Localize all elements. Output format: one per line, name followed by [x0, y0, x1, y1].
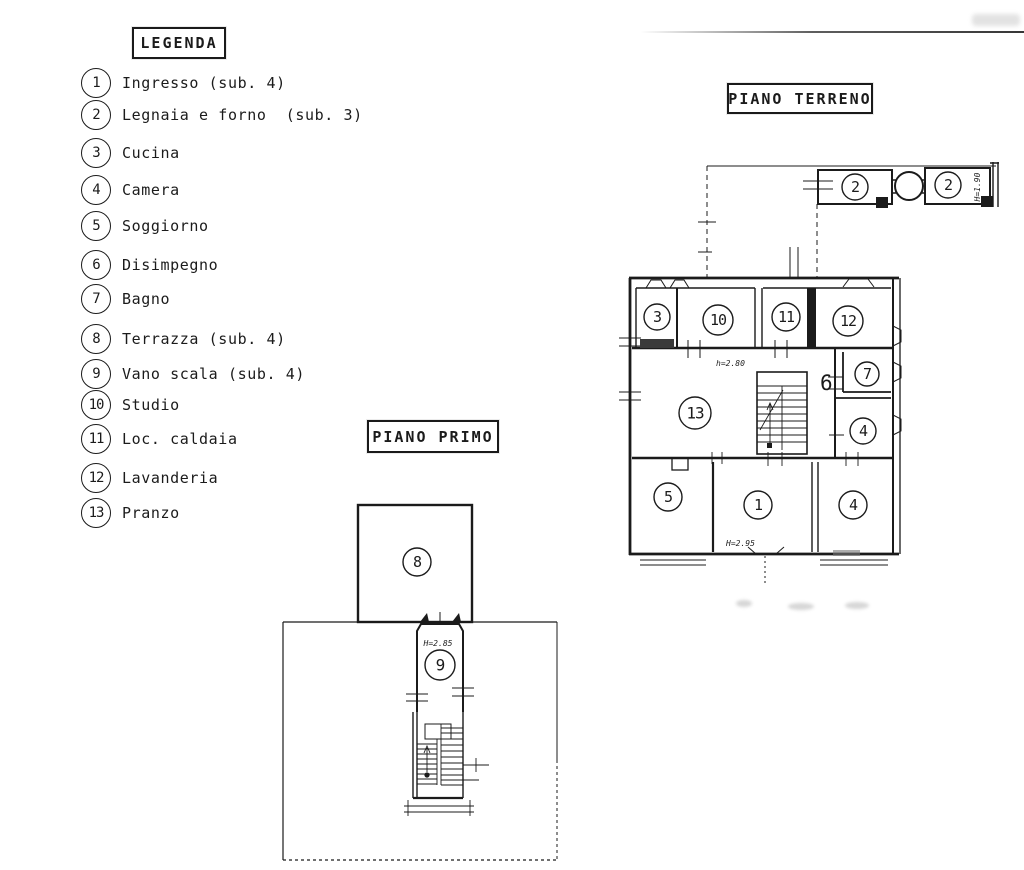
- room-badge-cucina: 3: [643, 303, 671, 331]
- ground-floor-title-box: PIANO TERRENO: [727, 83, 873, 114]
- room-badge-ingresso: 1: [743, 490, 773, 520]
- legend-number-badge: 5: [81, 210, 111, 241]
- first-floor-title-box: PIANO PRIMO: [367, 420, 499, 453]
- legend-title-box: LEGENDA: [132, 27, 226, 59]
- legend-item-13: 13 Pranzo: [81, 497, 180, 528]
- scan-artifact-line: [640, 31, 1024, 33]
- ground-top-row-walls: [632, 287, 893, 358]
- legend-item-3: 3 Cucina: [81, 137, 180, 168]
- room-badge-soggiorno: 5: [653, 482, 683, 512]
- scala-height-note: H=2.85: [423, 639, 453, 648]
- legend-number-badge: 6: [81, 249, 111, 280]
- ground-middle-walls: [632, 348, 893, 471]
- ground-bottom-row-walls: [640, 462, 888, 585]
- first-floor-title: PIANO PRIMO: [372, 427, 494, 446]
- room-number-disimpegno: 6: [820, 371, 833, 395]
- legend-item-label: Terrazza (sub. 4): [122, 329, 286, 348]
- terrazza-door-marks: [420, 612, 461, 622]
- room-badge-terrazza: 8: [402, 547, 432, 577]
- legnaia-height-note: H=1.90: [973, 172, 982, 202]
- legend-number-badge: 12: [81, 462, 111, 493]
- legend-number-badge: 11: [81, 423, 111, 454]
- legend-item-5: 5 Soggiorno: [81, 210, 209, 241]
- legend-item-2: 2 Legnaia e forno (sub. 3): [81, 99, 363, 130]
- room-badge-pranzo: 13: [678, 396, 712, 430]
- legend-number-badge: 2: [81, 99, 111, 130]
- first-floor-room-labels: 8 9: [402, 547, 456, 681]
- legend-item-8: 8 Terrazza (sub. 4): [81, 323, 286, 354]
- legend-item-12: 12 Lavanderia: [81, 462, 219, 493]
- legend-number-badge: 13: [81, 497, 111, 528]
- ground-room-labels: 2 2 3 10 11 12: [643, 171, 962, 520]
- svg-text:1: 1: [754, 496, 763, 514]
- svg-text:8: 8: [413, 553, 422, 571]
- legend-number-badge: 1: [81, 67, 111, 98]
- svg-text:4: 4: [849, 496, 858, 514]
- legend-item-6: 6 Disimpegno: [81, 249, 219, 280]
- legend-title: LEGENDA: [140, 34, 218, 52]
- legend-item-label: Disimpegno: [122, 255, 219, 274]
- legend-item-10: 10 Studio: [81, 389, 180, 420]
- svg-text:5: 5: [664, 488, 672, 506]
- svg-text:2: 2: [851, 178, 859, 196]
- legend-item-label: Bagno: [122, 289, 171, 308]
- legend-number-badge: 10: [81, 389, 111, 420]
- svg-text:7: 7: [863, 365, 871, 383]
- room-badge-camera-lower: 4: [838, 490, 868, 520]
- legend-number-badge: 7: [81, 283, 111, 314]
- legend-item-label: Camera: [122, 180, 180, 199]
- first-floor-plan: 8 9 H=2.85: [282, 503, 558, 862]
- scan-smudge: [736, 600, 752, 607]
- first-floor-outline: [282, 621, 558, 862]
- legend-item-label: Lavanderia: [122, 468, 219, 487]
- svg-text:3: 3: [653, 308, 661, 326]
- legend-item-label: Vano scala (sub. 4): [122, 364, 305, 383]
- room-badge-studio: 10: [702, 304, 734, 336]
- scan-artifact-smudge: [972, 14, 1020, 26]
- legnaia-strip-walls: [698, 162, 999, 278]
- ground-floor-plan: H=1.90: [619, 162, 999, 585]
- legend-number-badge: 8: [81, 323, 111, 354]
- legend-item-9: 9 Vano scala (sub. 4): [81, 358, 305, 389]
- room-badge-legnaia-left: 2: [841, 173, 869, 201]
- legend-item-11: 11 Loc. caldaia: [81, 423, 238, 454]
- room-badge-camera-upper: 4: [849, 417, 877, 445]
- forno-oven-circle: [894, 171, 924, 201]
- legend-number-badge: 3: [81, 137, 111, 168]
- svg-text:9: 9: [436, 656, 445, 675]
- legend-item-label: Loc. caldaia: [122, 429, 238, 448]
- scan-smudge: [788, 603, 814, 610]
- ingresso-height-note: H=2.95: [725, 539, 755, 548]
- legend-item-1: 1 Ingresso (sub. 4): [81, 67, 286, 98]
- svg-text:4: 4: [859, 422, 868, 440]
- legend-number-badge: 9: [81, 358, 111, 389]
- room-badge-legnaia-right: 2: [934, 171, 962, 199]
- legend-item-label: Legnaia e forno (sub. 3): [122, 105, 363, 124]
- legend-item-4: 4 Camera: [81, 174, 180, 205]
- room-badge-caldaia: 11: [771, 302, 801, 332]
- svg-text:10: 10: [710, 311, 727, 329]
- first-floor-staircase: [404, 712, 489, 816]
- legend-item-label: Studio: [122, 395, 180, 414]
- ground-floor-title: PIANO TERRENO: [728, 89, 872, 108]
- svg-text:11: 11: [778, 308, 795, 326]
- legend-item-label: Ingresso (sub. 4): [122, 73, 286, 92]
- room-badge-bagno: 7: [854, 361, 880, 387]
- scan-smudge: [845, 602, 869, 609]
- legend-item-7: 7 Bagno: [81, 283, 171, 314]
- legend-item-label: Cucina: [122, 143, 180, 162]
- room-badge-vano-scala: 9: [424, 649, 456, 681]
- room-badge-lavanderia: 12: [832, 305, 864, 337]
- svg-text:12: 12: [840, 312, 856, 330]
- legend-item-label: Pranzo: [122, 503, 180, 522]
- svg-text:13: 13: [686, 404, 704, 423]
- legend-item-label: Soggiorno: [122, 216, 209, 235]
- hall-height-note: h=2.80: [716, 359, 745, 368]
- svg-text:2: 2: [944, 176, 952, 194]
- vano-scala-walls: [406, 623, 474, 712]
- ground-staircase: [756, 371, 808, 455]
- legend-number-badge: 4: [81, 174, 111, 205]
